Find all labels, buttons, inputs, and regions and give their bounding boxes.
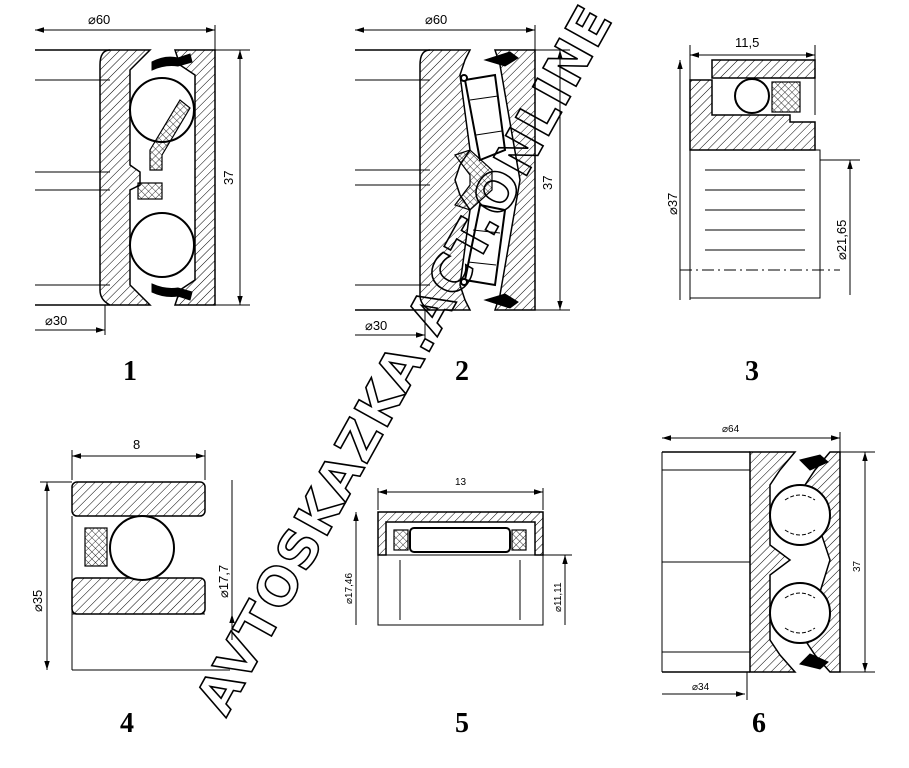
fig6-number: 6 (752, 708, 766, 739)
fig4-left-dim: ⌀35 (30, 590, 45, 612)
fig5-number: 5 (455, 708, 469, 739)
figure-3: 11,5 ⌀37 ⌀21,65 3 (665, 35, 860, 387)
fig3-number: 3 (745, 356, 759, 387)
fig2-outer-dim: ⌀60 (425, 12, 447, 27)
fig6-width-dim: 37 (852, 560, 863, 572)
fig5-top-dim: 13 (455, 477, 467, 488)
fig1-number: 1 (123, 356, 137, 387)
figure-1: ⌀60 37 ⌀30 1 (35, 12, 250, 387)
figure-4: 8 ⌀35 ⌀17,7 4 (30, 437, 235, 739)
fig4-top-dim: 8 (133, 437, 140, 452)
fig5-right-dim: ⌀11,11 (553, 582, 564, 612)
figure-2: ⌀60 37 ⌀30 2 (355, 12, 570, 387)
fig4-number: 4 (120, 708, 134, 739)
figure-5: 13 ⌀17,46 ⌀11,11 5 (344, 477, 572, 739)
fig5-left-dim: ⌀17,46 (344, 573, 355, 604)
fig2-number: 2 (455, 356, 469, 387)
fig6-outer-dim: ⌀64 (722, 424, 740, 435)
fig1-width-dim: 37 (221, 171, 236, 185)
fig4-right-dim: ⌀17,7 (216, 565, 231, 598)
watermark: AVTOSKAZKA.ACT.ONLINE (185, 0, 626, 724)
fig1-inner-dim: ⌀30 (45, 313, 67, 328)
fig3-right-dim: ⌀21,65 (834, 220, 849, 260)
fig2-width-dim: 37 (540, 176, 555, 190)
fig2-inner-dim: ⌀30 (365, 318, 387, 333)
figure-6: ⌀64 37 ⌀34 6 (661, 424, 875, 739)
fig3-top-dim: 11,5 (735, 35, 759, 50)
fig3-left-dim: ⌀37 (665, 193, 680, 215)
fig1-outer-dim: ⌀60 (88, 12, 110, 27)
fig6-inner-dim: ⌀34 (692, 682, 710, 693)
